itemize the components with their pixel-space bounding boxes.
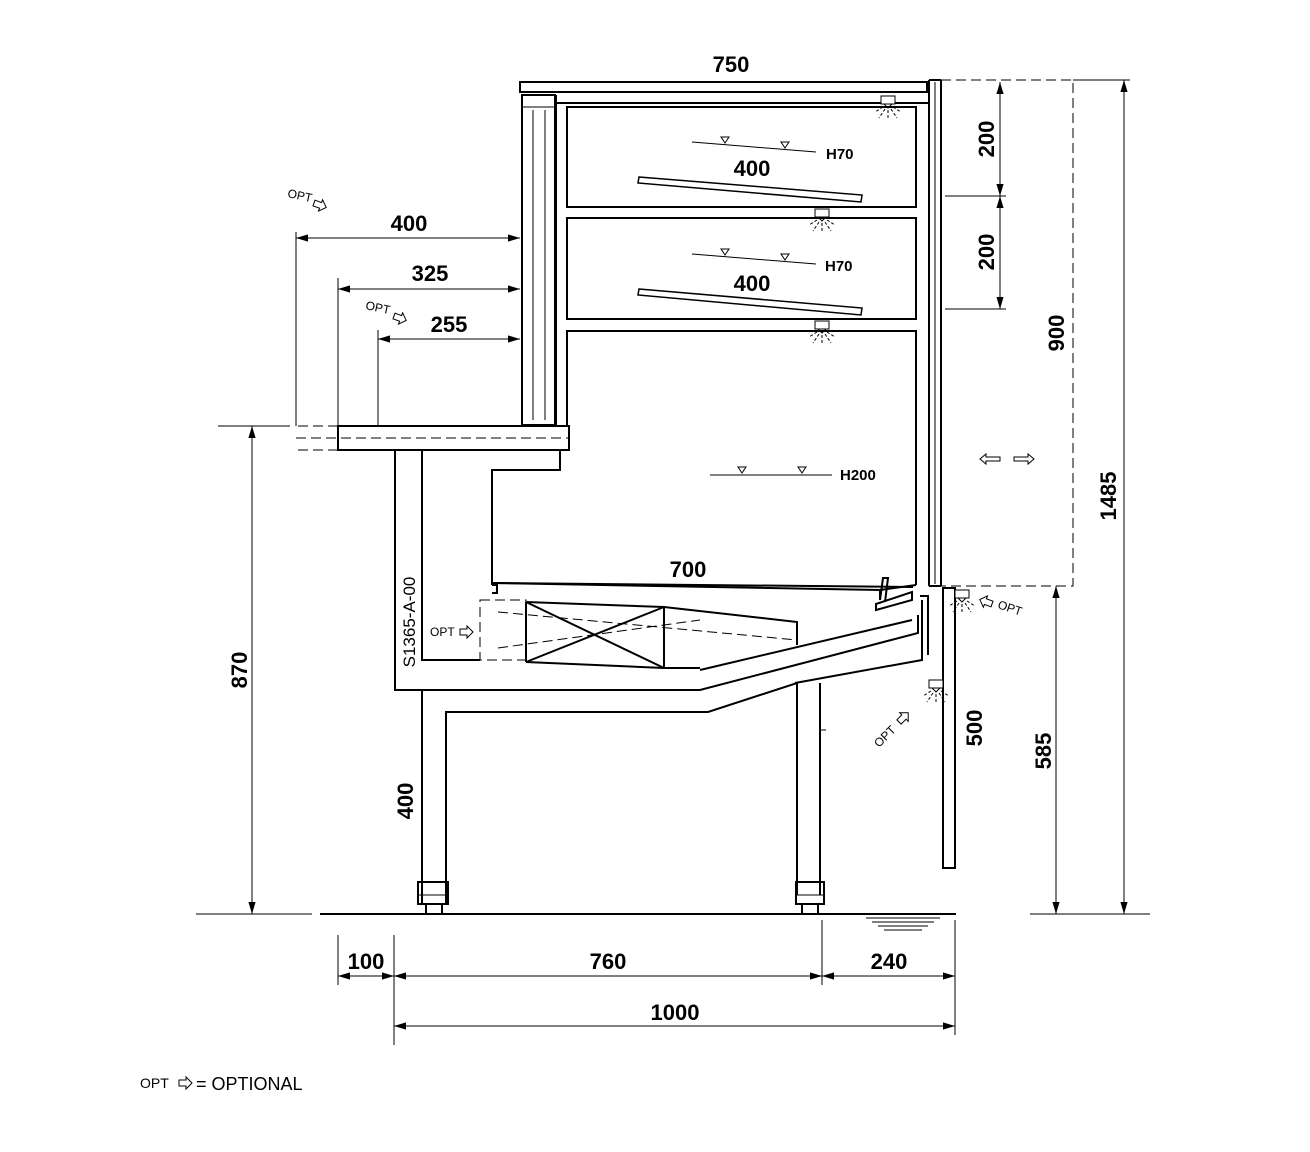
dim-200-b: 200: [974, 234, 999, 271]
lamp-lower-icon: [922, 679, 950, 705]
level-mark-h70-1: [691, 136, 817, 153]
opt-shelf-top: OPT: [286, 186, 329, 214]
front-glass-frame: [521, 94, 556, 426]
level-h70-1: H70: [826, 146, 854, 163]
dim-750: 750: [713, 52, 750, 77]
legend: OPT = OPTIONAL: [140, 1074, 303, 1094]
legend-text: = OPTIONAL: [196, 1074, 303, 1094]
dim-900: 900: [1044, 315, 1069, 352]
shelf-1-box: [566, 106, 917, 208]
ground-symbol: [866, 917, 940, 931]
level-h70-2: H70: [825, 258, 853, 275]
sliding-door-icon: [979, 452, 1035, 466]
sloped-shelf-1: [637, 176, 863, 203]
dim-240: 240: [871, 949, 908, 974]
dim-leg-400: 400: [393, 783, 418, 820]
svg-text:OPT: OPT: [996, 598, 1024, 619]
opt-lamp-lower: OPT: [871, 708, 913, 750]
svg-text:OPT: OPT: [364, 298, 392, 317]
lamp-rear-icon: [948, 589, 976, 615]
shelf-2-box: [566, 217, 917, 320]
dim-shelf-2: 400: [734, 271, 771, 296]
base-compartment: [566, 330, 917, 585]
dim-100: 100: [348, 949, 385, 974]
dim-shelf-1: 400: [734, 156, 771, 181]
dim-1485: 1485: [1096, 472, 1121, 521]
optional-arrow-icon: [178, 1076, 193, 1090]
dim-1000: 1000: [651, 1000, 700, 1025]
dim-325: 325: [412, 261, 449, 286]
top-plate: [519, 81, 928, 93]
counter-shelf: [337, 425, 570, 451]
dim-500: 500: [962, 710, 987, 747]
level-mark-h70-2: [691, 248, 817, 265]
level-mark-h200: [710, 466, 832, 476]
svg-text:OPT: OPT: [871, 722, 899, 750]
dim-200-a: 200: [974, 121, 999, 158]
svg-text:OPT: OPT: [286, 186, 314, 205]
rear-panel-lower: [942, 587, 956, 869]
optional-drawer: [479, 599, 527, 661]
dim-700: 700: [670, 557, 707, 582]
cabinet-structure: [196, 79, 1150, 931]
dim-585: 585: [1031, 733, 1056, 770]
legend-prefix: OPT: [140, 1075, 169, 1091]
dim-255: 255: [431, 312, 468, 337]
optional-rear-outline: [941, 79, 1074, 587]
lamp-base-icon: [808, 320, 836, 346]
drawing-code: S1365-A-00: [400, 577, 419, 668]
dim-760: 760: [590, 949, 627, 974]
opt-shelf-mid: OPT: [364, 298, 409, 327]
dim-870: 870: [227, 652, 252, 689]
opt-lamp-right: OPT: [977, 593, 1024, 619]
svg-text:OPT: OPT: [430, 625, 455, 639]
dimension-lines: [218, 79, 1130, 1045]
opt-drawer: OPT: [430, 625, 474, 639]
front-frame: [394, 450, 423, 905]
lower-frame: [445, 681, 798, 905]
dim-400-ext: 400: [391, 211, 428, 236]
lamp-shelf-2-icon: [808, 208, 836, 234]
sloped-shelf-2: [637, 288, 863, 316]
level-h200: H200: [840, 467, 876, 484]
